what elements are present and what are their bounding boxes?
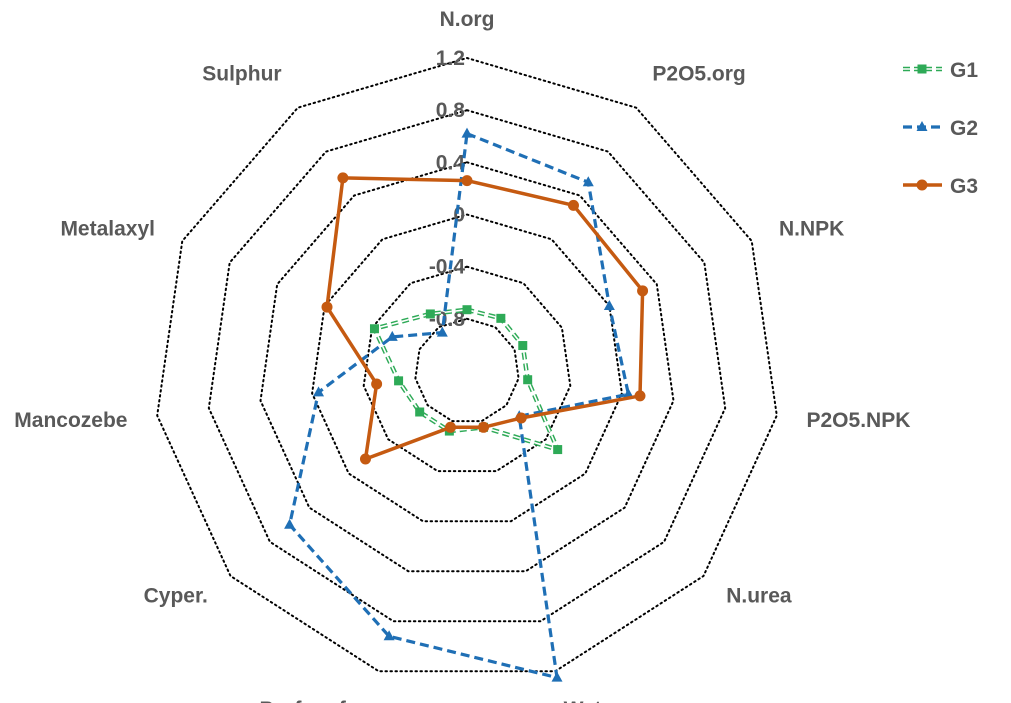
axis-label: P2O5.org — [652, 63, 745, 86]
series-g2-marker — [461, 127, 473, 138]
grid-ring — [311, 213, 623, 523]
series-g2-marker — [582, 176, 594, 187]
legend-item-g1: G1 — [903, 59, 978, 82]
series-g3-marker — [444, 421, 456, 433]
axis-label: Cyper. — [144, 585, 208, 608]
legend-label: G3 — [950, 175, 978, 198]
series-g3-marker — [637, 285, 649, 297]
legend-g3-marker — [916, 179, 928, 191]
series-g3-marker — [337, 172, 349, 184]
axis-label: Sulphur — [202, 63, 281, 86]
legend-item-g3: G3 — [903, 175, 978, 198]
series-g3-line — [325, 176, 645, 461]
legend-g2-marker — [916, 121, 928, 131]
grid-ring — [156, 56, 778, 673]
legend-label: G1 — [950, 59, 978, 82]
series-g1-marker — [496, 313, 506, 323]
series-g3-marker — [567, 199, 579, 211]
series-g2-marker — [284, 518, 296, 529]
axis-label: N.org — [440, 8, 495, 31]
series-g3 — [321, 172, 649, 465]
legend-label: G2 — [950, 117, 978, 140]
axis-label: P2O5.NPK — [807, 409, 911, 432]
grid-ring — [207, 109, 727, 623]
series-g2-marker — [383, 630, 395, 641]
axis-label: Profenofos — [260, 698, 371, 703]
axis-label: Mancozebe — [14, 409, 127, 432]
series-g3-marker — [371, 378, 383, 390]
series-g1-marker — [394, 376, 404, 386]
series-g3-marker — [461, 175, 473, 187]
series-g2-line — [287, 131, 631, 680]
series-g2-marker — [436, 326, 448, 337]
series-g1-marker — [462, 305, 472, 315]
series-g1-marker — [518, 341, 528, 351]
series-g1-marker — [523, 375, 533, 385]
series-g1-marker — [425, 309, 435, 319]
tick-label: 0.4 — [436, 151, 466, 174]
legend-item-g2: G2 — [903, 117, 978, 140]
tick-label: -0.4 — [429, 256, 466, 279]
grid-ring — [259, 161, 675, 573]
axis-label: N.NPK — [779, 218, 844, 241]
axis-label: N.urea — [726, 585, 792, 608]
series-g2-marker — [551, 671, 563, 682]
series-g1-marker — [553, 445, 563, 455]
series-g3-marker — [359, 453, 371, 465]
series-g1-marker — [415, 407, 425, 417]
series-g3-marker — [321, 301, 333, 313]
axis-label: Metalaxyl — [60, 218, 155, 241]
series-g3-marker — [634, 390, 646, 402]
series-g2-marker — [603, 299, 615, 310]
axis-label: Water — [564, 698, 622, 703]
tick-label: 1.2 — [436, 47, 465, 70]
tick-label: 0.8 — [436, 99, 466, 122]
series-g1-marker — [369, 324, 379, 334]
series-g2 — [284, 127, 634, 682]
series-g3-marker — [478, 421, 490, 433]
tick-label: 0 — [453, 204, 465, 227]
series-g2-marker — [386, 330, 398, 341]
series-g2-marker — [313, 386, 325, 397]
radar-grid — [156, 56, 778, 673]
grid-ring — [414, 317, 520, 423]
series-layer — [284, 127, 649, 682]
radial-tick-labels: 1.20.80.40-0.4-0.8 — [429, 47, 466, 331]
legend-g1-marker — [917, 64, 927, 74]
series-g1-line-inner — [373, 308, 560, 451]
series-g2-marker — [622, 388, 634, 399]
series-g1 — [369, 305, 563, 455]
series-g3-marker — [515, 412, 527, 424]
